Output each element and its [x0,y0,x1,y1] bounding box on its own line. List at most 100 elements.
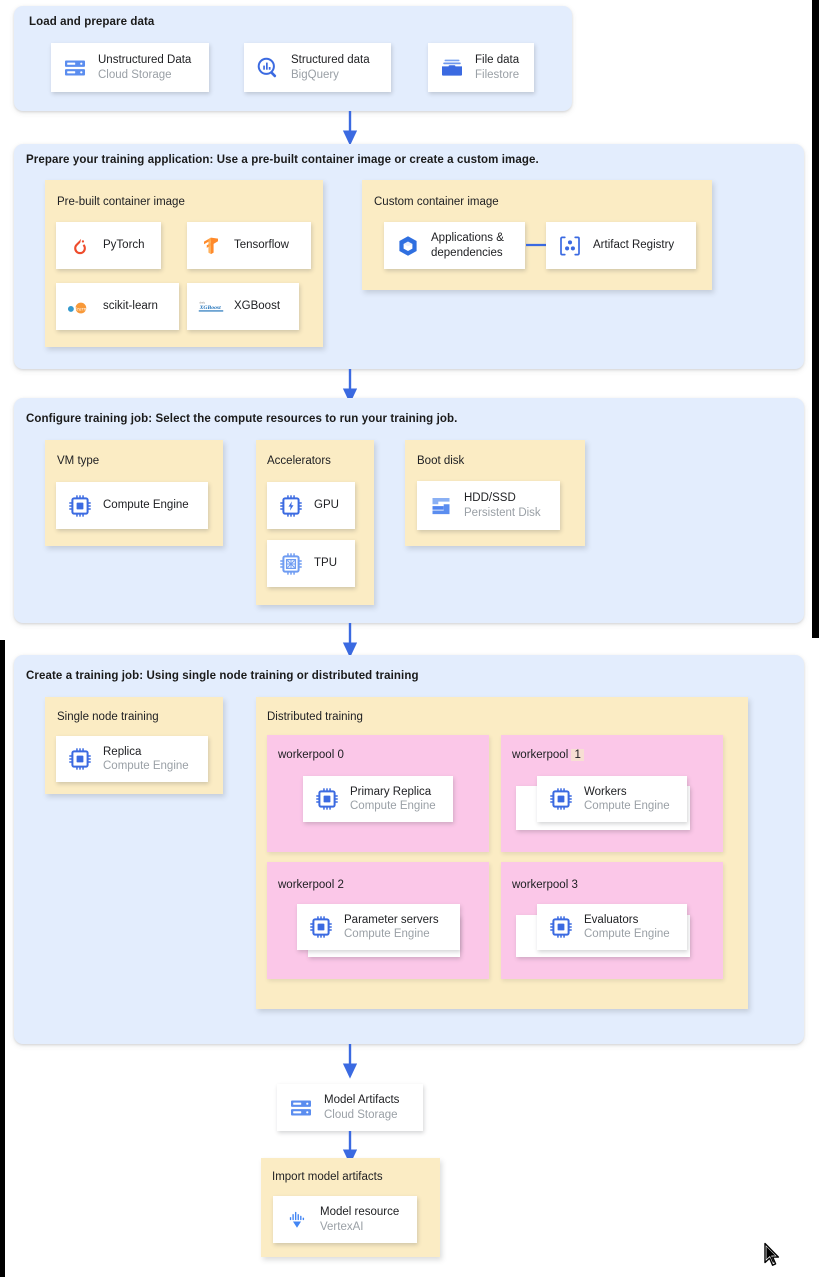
card-model-resource[interactable]: Model resource VertexAI [273,1196,417,1243]
card-title: PyTorch [103,239,145,252]
gpu-icon [278,493,304,519]
pool-3-label: workerpool 3 [512,879,578,891]
compute-engine-icon [67,493,93,519]
card-subtitle: Cloud Storage [324,1108,398,1121]
card-artifact-registry[interactable]: Artifact Registry [546,222,696,269]
pool-0-label: workerpool 0 [278,749,344,761]
persistent-disk-icon [428,493,454,519]
group-custom-title: Custom container image [374,196,499,208]
pool-0-label-number: 0 [337,749,344,761]
container-icon [395,233,421,259]
pytorch-icon [67,233,93,259]
stage-prepare-title: Prepare your training application: Use a… [26,154,539,166]
arrow-artifacts-to-import [342,1131,358,1165]
card-subtitle: Compute Engine [344,928,430,940]
card-subtitle: Persistent Disk [464,506,541,519]
card-title: Model resource [320,1206,400,1219]
card-replica[interactable]: Replica Compute Engine [56,736,208,782]
card-title: Model Artifacts [324,1094,400,1107]
stage-configure-title: Configure training job: Select the compu… [26,413,458,425]
card-primary-replica[interactable]: Primary Replica Compute Engine [303,776,453,822]
compute-engine-icon [308,914,334,940]
card-subtitle: Compute Engine [584,928,670,940]
arrow-prepare-to-configure [342,369,358,404]
left-edge-bar [0,640,5,1277]
card-subtitle: Compute Engine [350,800,436,812]
card-title: Evaluators [584,913,639,926]
group-single-node-title: Single node training [57,711,159,723]
group-distributed-title: Distributed training [267,711,363,723]
card-applications-and-dependencies[interactable]: Applications & dependencies [384,222,525,269]
card-title: HDD/SSD [464,492,516,505]
card-model-artifacts[interactable]: Model Artifacts Cloud Storage [277,1084,423,1131]
arrow-load-to-prepare [342,111,358,146]
card-title: File data [475,54,520,67]
tensorflow-icon [198,233,224,259]
cloud-storage-icon [288,1095,314,1121]
card-file-data[interactable]: File data Filestore [428,43,534,92]
bigquery-icon [255,55,281,81]
card-pytorch[interactable]: PyTorch [56,222,161,269]
card-title: Workers [584,785,627,798]
card-scikit-learn[interactable]: scikit-learn [56,283,179,330]
card-title: Parameter servers [344,913,439,926]
card-subtitle: Compute Engine [584,800,670,812]
card-title: Primary Replica [350,785,432,798]
pool-0-label-prefix: workerpool [278,749,335,761]
group-accelerators-title: Accelerators [267,455,331,467]
group-vm-type-title: VM type [57,455,100,467]
stage-load-title: Load and prepare data [29,16,155,28]
group-pre-built-title: Pre-built container image [57,196,185,208]
card-subtitle: VertexAI [320,1220,364,1233]
card-title: Replica [103,745,142,758]
card-hdd-ssd[interactable]: HDD/SSD Persistent Disk [417,481,560,530]
card-title: Compute Engine [103,499,189,512]
card-title: TPU [314,557,337,570]
card-title-line2: dependencies [431,246,503,259]
card-title: Artifact Registry [593,239,675,252]
pool-3-label-prefix: workerpool [512,879,569,891]
compute-engine-icon [548,786,574,812]
card-subtitle: BigQuery [291,68,339,81]
card-evaluators[interactable]: Evaluators Compute Engine [537,904,687,950]
right-edge-bar [812,0,819,638]
xgboost-icon [198,294,224,320]
pool-2-label-number: 2 [337,879,344,891]
pool-2-label: workerpool 2 [278,879,344,891]
stage-create-title: Create a training job: Using single node… [26,670,419,682]
card-tpu[interactable]: TPU [267,540,355,587]
group-boot-disk-title: Boot disk [417,455,465,467]
card-title: scikit-learn [103,300,158,313]
card-compute-engine-vm[interactable]: Compute Engine [56,482,208,529]
card-parameter-servers[interactable]: Parameter servers Compute Engine [297,904,460,950]
card-title: XGBoost [234,300,281,313]
pool-1-label-number: 1 [571,749,584,761]
compute-engine-icon [548,914,574,940]
filestore-icon [439,55,465,81]
card-gpu[interactable]: GPU [267,482,355,529]
card-title: Tensorflow [234,239,289,252]
tpu-icon [278,551,304,577]
card-subtitle: Compute Engine [103,760,189,772]
scikit-learn-icon [67,294,93,320]
card-subtitle: Filestore [475,68,520,81]
card-workers[interactable]: Workers Compute Engine [537,776,687,822]
mouse-pointer-icon [764,1242,780,1266]
group-import-title: Import model artifacts [272,1171,383,1183]
pool-2-label-prefix: workerpool [278,879,335,891]
compute-engine-icon [314,786,340,812]
card-tensorflow[interactable]: Tensorflow [187,222,311,269]
card-unstructured-data[interactable]: Unstructured Data Cloud Storage [51,43,209,92]
card-title: Structured data [291,54,370,67]
cloud-storage-icon [62,55,88,81]
compute-engine-icon [67,746,93,772]
arrow-configure-to-create [342,623,358,658]
artifact-registry-icon [557,233,583,259]
vertex-ai-model-icon [284,1207,310,1233]
card-structured-data[interactable]: Structured data BigQuery [244,43,391,92]
arrow-create-to-artifacts [342,1044,358,1079]
pool-3-label-number: 3 [571,879,578,891]
card-xgboost[interactable]: XGBoost [187,283,299,330]
pool-1-label: workerpool 1 [512,749,584,761]
